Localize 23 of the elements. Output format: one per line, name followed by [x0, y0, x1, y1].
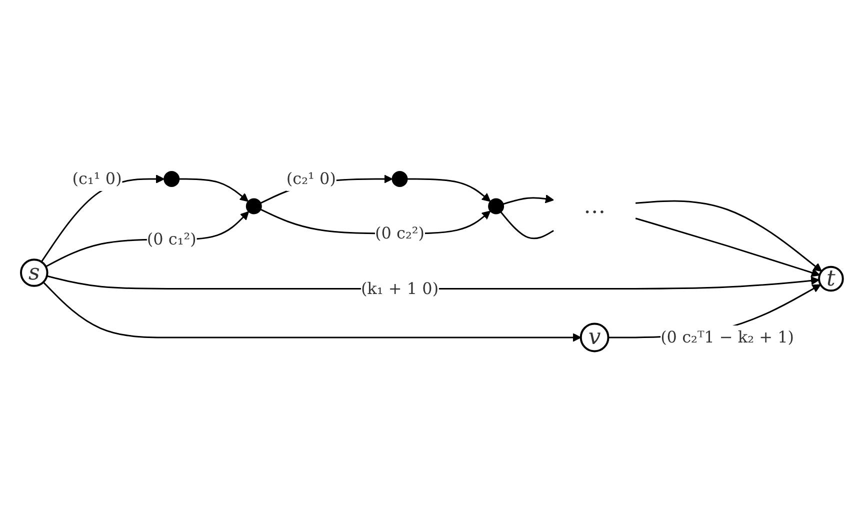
arrow [179, 178, 249, 202]
arrow [46, 275, 820, 290]
arrow [503, 194, 554, 205]
edge-label: (0 c₂²) [375, 224, 425, 243]
edge-label: (c₂¹ 0) [286, 169, 336, 188]
edge-label: (k₁ + 1 0) [361, 278, 439, 298]
edge-label: (0 c₁²) [146, 230, 196, 249]
arrow [45, 211, 250, 268]
node-circle [488, 198, 504, 214]
edge-label: (0 c₂ᵀ1 − k₂ + 1) [660, 327, 794, 346]
node-circle [392, 171, 408, 188]
node-circle: v [580, 322, 610, 352]
connector [500, 212, 554, 240]
arrow [407, 178, 491, 202]
edge-label: (c₁¹ 0) [72, 169, 122, 188]
node-text: … [584, 194, 606, 219]
arrow [42, 282, 582, 342]
node-circle: t [818, 266, 844, 292]
arrow [636, 200, 822, 272]
arrow [635, 218, 820, 277]
node-circle [246, 198, 262, 214]
node-circle [164, 171, 180, 188]
node-circle: s [20, 258, 48, 287]
